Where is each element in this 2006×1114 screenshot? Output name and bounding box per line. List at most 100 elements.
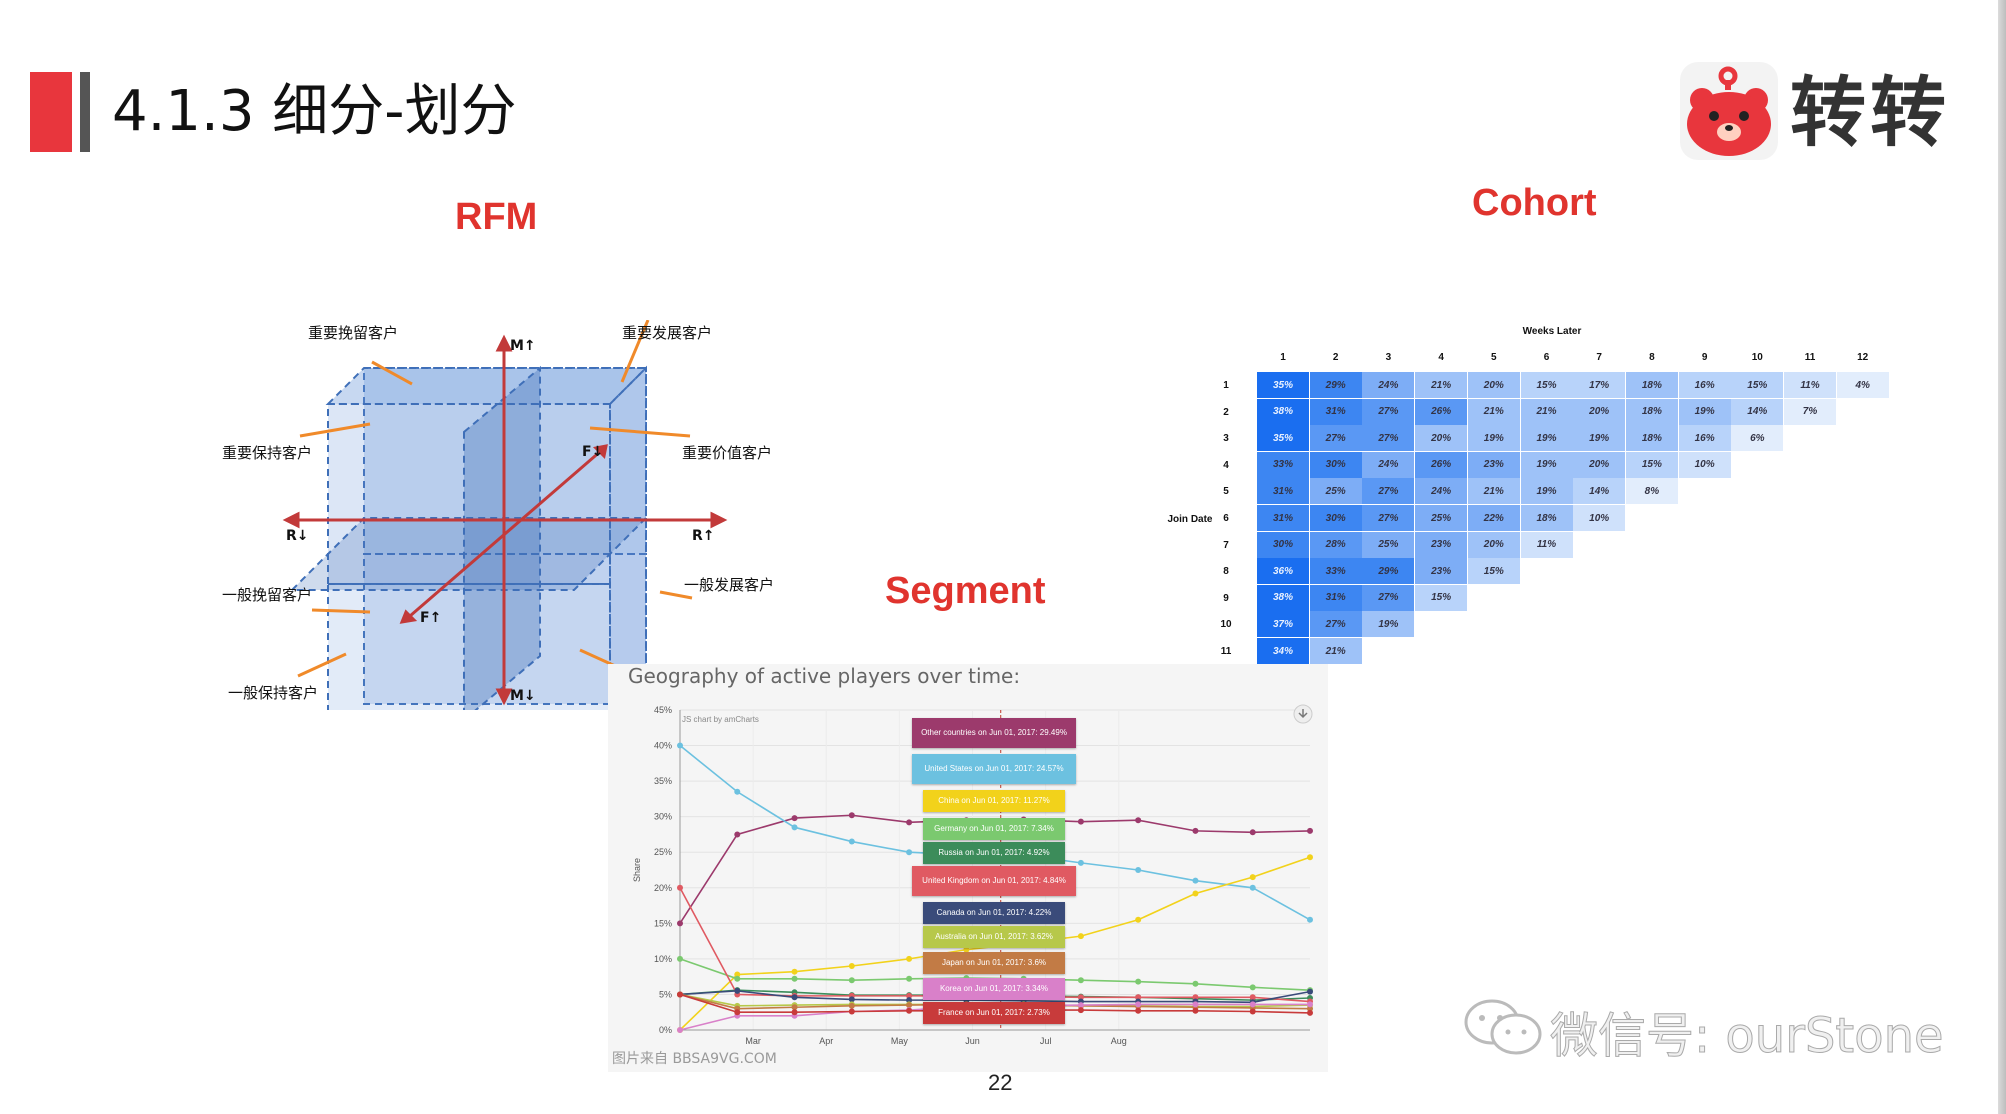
cohort-cell: 23% (1467, 451, 1520, 478)
x-tick-label: Jun (965, 1036, 980, 1046)
series-point (1249, 874, 1256, 881)
cohort-cell: 22% (1467, 505, 1520, 531)
wechat-watermark-text: 微信号: ourStone (1550, 1008, 1945, 1065)
series-point (1192, 890, 1199, 897)
series-point (791, 815, 798, 822)
cohort-cell: 38% (1257, 584, 1309, 611)
series-point (1192, 827, 1199, 834)
cohort-cell: 26% (1415, 398, 1468, 425)
segment-tooltip: Canada on Jun 01, 2017: 4.22% (923, 902, 1065, 924)
cohort-cell: 20% (1467, 372, 1520, 398)
series-point (1249, 1001, 1256, 1008)
series-point (1135, 1001, 1142, 1008)
series-point (734, 975, 741, 982)
cohort-col-header: 11 (1804, 352, 1816, 363)
cohort-col-header: 6 (1543, 352, 1550, 363)
series-point (1307, 1005, 1313, 1012)
cohort-cell: 19% (1520, 478, 1573, 505)
segment-tooltip: United States on Jun 01, 2017: 24.57% (912, 754, 1076, 784)
title-divider-bar (80, 72, 90, 152)
cohort-col-header: 8 (1649, 352, 1655, 363)
cohort-cell: 35% (1257, 372, 1309, 398)
series-point (906, 819, 913, 826)
segment-tooltip: Australia on Jun 01, 2017: 3.62% (923, 926, 1065, 948)
cohort-cell: 20% (1467, 531, 1520, 558)
cohort-cell: 18% (1625, 398, 1678, 425)
cohort-row-label: 8 (1223, 566, 1229, 578)
series-line (679, 990, 1311, 1004)
cohort-cell: 37% (1257, 611, 1309, 638)
cohort-cell: 25% (1415, 505, 1468, 531)
series-point (1192, 994, 1199, 1001)
chart-credit: JS chart by amCharts (682, 715, 759, 724)
cohort-cell: 21% (1309, 638, 1362, 664)
series-point (677, 991, 683, 998)
cohort-cell: 34% (1257, 638, 1309, 664)
series-point (1192, 877, 1199, 884)
y-tick-label: 10% (654, 954, 672, 964)
series-point (1307, 988, 1313, 995)
x-tick-label: Jul (1040, 1036, 1052, 1046)
y-tick-label: 0% (659, 1025, 672, 1035)
series-point (1077, 818, 1084, 825)
axis-r-up: R↑ (692, 528, 715, 544)
title-accent-bar (30, 72, 72, 152)
axis-m-down: M↓ (510, 688, 536, 704)
cohort-cell: 10% (1573, 505, 1626, 531)
series-point (848, 1008, 855, 1015)
series-point (734, 971, 741, 978)
series-point (734, 788, 741, 795)
series-point (963, 946, 970, 953)
image-source-credit: 图片来自 BBSA9VG.COM (612, 1051, 777, 1067)
axis-m-up: M↑ (510, 338, 536, 354)
cohort-row-label: 11 (1220, 646, 1232, 657)
series-point (906, 1007, 913, 1014)
cohort-cell: 15% (1467, 558, 1520, 585)
axis-r-down: R↓ (286, 528, 309, 544)
cohort-row-label: 3 (1223, 433, 1229, 445)
series-point (906, 1002, 913, 1009)
series-point (1307, 827, 1313, 834)
cohort-cell: 19% (1467, 425, 1520, 452)
cohort-section-label: Cohort (1472, 182, 1597, 224)
y-tick-label: 25% (654, 847, 672, 857)
y-tick-label: 5% (659, 989, 672, 999)
segment-tooltip: Japan on Jun 01, 2017: 3.6% (923, 952, 1065, 974)
x-tick-label: Aug (1111, 1036, 1127, 1046)
cohort-cell: 16% (1678, 372, 1731, 398)
cohort-cell: 17% (1573, 372, 1626, 398)
cohort-cell: 19% (1362, 611, 1415, 638)
series-point (1135, 916, 1142, 923)
cohort-row-label: 9 (1223, 592, 1229, 604)
rfm-tag-important-retain: 重要挽留客户 (308, 324, 399, 342)
series-point (791, 994, 798, 1001)
cohort-cell: 27% (1362, 398, 1415, 425)
series-point (848, 996, 855, 1003)
x-tick-label: Apr (819, 1036, 833, 1046)
segment-tooltip: Korea on Jun 01, 2017: 3.34% (923, 978, 1065, 1000)
series-point (906, 849, 913, 856)
series-point (1077, 1002, 1084, 1009)
axis-f-up: F↑ (420, 610, 442, 626)
cohort-cell: 24% (1415, 478, 1468, 505)
series-point (734, 1009, 741, 1016)
cohort-cell: 6% (1731, 425, 1784, 452)
axis-f-down: F↓ (582, 444, 604, 460)
segment-tooltip: Germany on Jun 01, 2017: 7.34% (923, 818, 1065, 840)
cohort-row-label: 1 (1223, 380, 1229, 391)
series-point (906, 955, 913, 962)
series-point (677, 884, 683, 891)
y-axis-label: Share (632, 858, 642, 882)
cohort-col-header: 3 (1385, 352, 1392, 363)
series-point (677, 920, 683, 927)
cohort-cell: 31% (1309, 398, 1362, 425)
cohort-cell: 31% (1309, 584, 1362, 611)
series-point (1077, 859, 1084, 866)
cohort-cell: 21% (1467, 478, 1520, 505)
cohort-cell: 20% (1573, 451, 1626, 478)
cohort-col-header: 7 (1596, 352, 1602, 363)
cohort-cell: 14% (1731, 398, 1784, 425)
series-point (677, 955, 683, 962)
cohort-cell: 16% (1678, 425, 1731, 452)
